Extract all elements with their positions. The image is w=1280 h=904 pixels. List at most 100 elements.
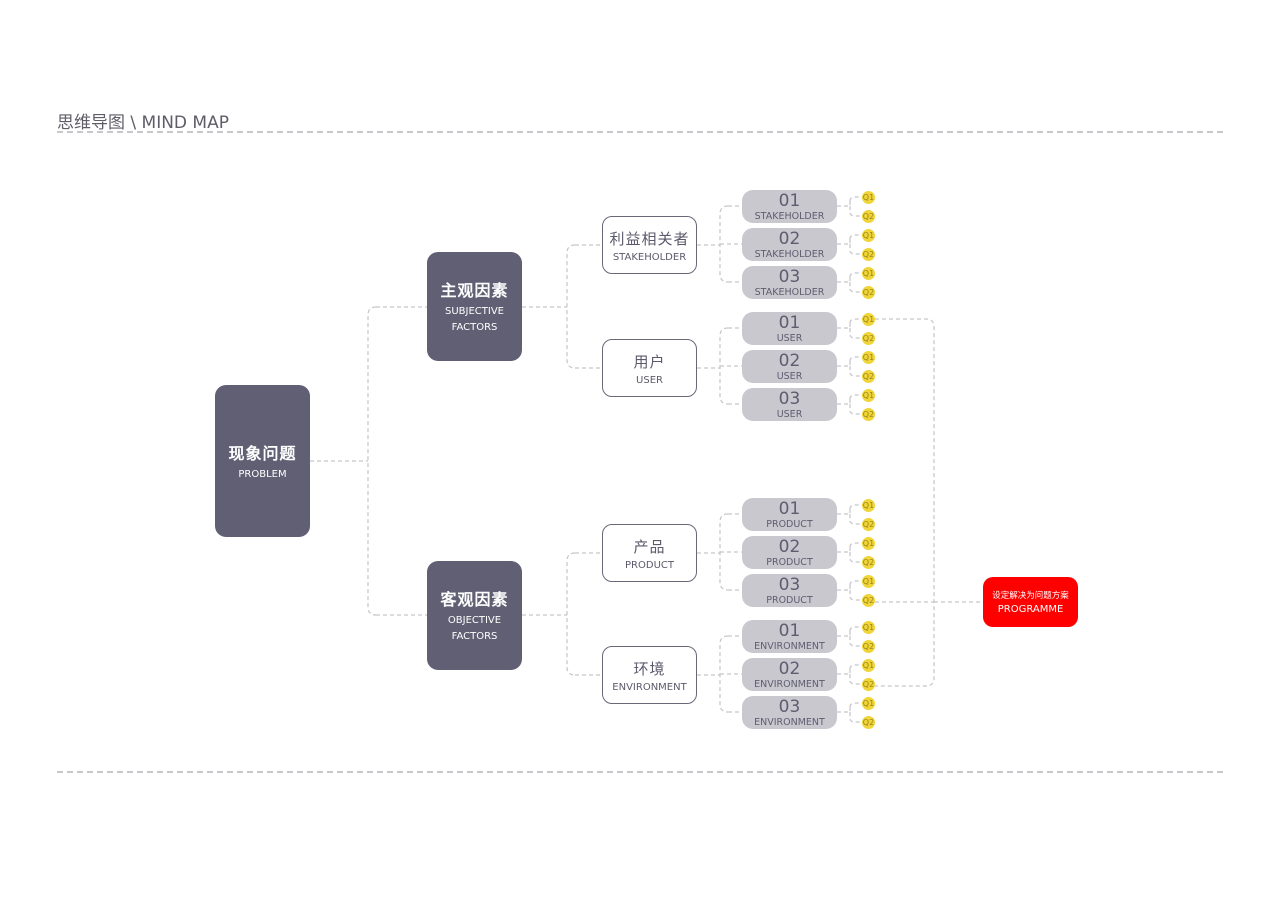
question-dot: Q2 <box>862 556 875 569</box>
connector-root <box>310 306 427 616</box>
connector-questions <box>837 626 862 647</box>
connector-questions <box>837 318 862 339</box>
leaf-number: 03 <box>778 696 801 717</box>
question-dot: Q1 <box>862 313 875 326</box>
question-dot: Q1 <box>862 621 875 634</box>
question-dot: Q2 <box>862 332 875 345</box>
leaf-label: PRODUCT <box>766 594 813 606</box>
leaf-label: PRODUCT <box>766 518 813 530</box>
question-dot: Q2 <box>862 640 875 653</box>
factor-en: OBJECTIVE FACTORS <box>447 615 502 642</box>
root-node-en: PROBLEM <box>238 468 287 480</box>
question-dot: Q1 <box>862 575 875 588</box>
leaf-number: 01 <box>778 190 801 211</box>
connector-questions <box>837 394 862 415</box>
question-dot: Q1 <box>862 229 875 242</box>
question-dot: Q1 <box>862 659 875 672</box>
connector-subjective <box>522 244 602 369</box>
top-divider <box>57 131 1223 133</box>
question-dot: Q2 <box>862 248 875 261</box>
leaf-number: 02 <box>778 350 801 371</box>
connector-group-product <box>697 513 742 591</box>
group-en: PRODUCT <box>625 559 674 571</box>
leaf-number: 03 <box>778 574 801 595</box>
leaf-label: ENVIRONMENT <box>754 640 825 652</box>
connector-questions <box>837 664 862 685</box>
group-en: STAKEHOLDER <box>612 251 687 263</box>
connector-programme <box>875 318 983 687</box>
factor-en: SUBJECTIVE FACTORS <box>445 306 504 333</box>
root-node-zh: 现象问题 <box>228 443 297 463</box>
connector-questions <box>837 580 862 601</box>
question-dot: Q2 <box>862 408 875 421</box>
leaf-number: 02 <box>778 536 801 557</box>
leaf-number: 02 <box>778 228 801 249</box>
leaf-label: STAKEHOLDER <box>754 210 825 222</box>
leaf-label: USER <box>776 408 803 420</box>
leaf-label: PRODUCT <box>766 556 813 568</box>
question-dot: Q2 <box>862 370 875 383</box>
question-dot: Q2 <box>862 716 875 729</box>
question-dot: Q1 <box>862 351 875 364</box>
connector-group-user <box>697 327 742 405</box>
question-dot: Q2 <box>862 210 875 223</box>
connector-group-stakeholder <box>697 205 742 283</box>
question-dot: Q1 <box>862 697 875 710</box>
question-dot: Q1 <box>862 389 875 402</box>
leaf-number: 02 <box>778 658 801 679</box>
leaf-number: 01 <box>778 620 801 641</box>
bottom-divider <box>57 771 1223 773</box>
leaf-number: 03 <box>778 266 801 287</box>
outcome-node-programme: 设定解决为问题方案 PROGRAMME <box>983 577 1078 627</box>
connector-questions <box>837 356 862 377</box>
group-node-product: 产品 PRODUCT <box>602 524 697 582</box>
leaf-label: ENVIRONMENT <box>754 716 825 728</box>
group-node-environment: 环境 ENVIRONMENT <box>602 646 697 704</box>
group-en: ENVIRONMENT <box>612 681 687 693</box>
group-node-user: 用户 USER <box>602 339 697 397</box>
leaf-label: USER <box>776 370 803 382</box>
root-node-problem: 现象问题 PROBLEM <box>215 385 310 537</box>
leaf-label: USER <box>776 332 803 344</box>
outcome-en: PROGRAMME <box>997 604 1064 615</box>
factor-zh: 客观因素 <box>440 590 509 609</box>
question-dot: Q2 <box>862 594 875 607</box>
page-title: 思维导图 \ MIND MAP <box>57 113 229 133</box>
group-en: USER <box>636 374 663 386</box>
question-dot: Q1 <box>862 537 875 550</box>
connector-questions <box>837 196 862 217</box>
factor-node-objective: 客观因素 OBJECTIVE FACTORS <box>427 561 522 670</box>
group-zh: 用户 <box>633 352 666 371</box>
leaf-label: STAKEHOLDER <box>754 248 825 260</box>
connector-questions <box>837 234 862 255</box>
connector-questions <box>837 702 862 723</box>
question-dot: Q1 <box>862 267 875 280</box>
question-dot: Q2 <box>862 518 875 531</box>
connector-questions <box>837 504 862 525</box>
group-node-stakeholder: 利益相关者 STAKEHOLDER <box>602 216 697 274</box>
leaf-label: ENVIRONMENT <box>754 678 825 690</box>
connector-questions <box>837 272 862 293</box>
group-zh: 利益相关者 <box>609 229 690 248</box>
leaf-number: 03 <box>778 388 801 409</box>
leaf-number: 01 <box>778 312 801 333</box>
question-dot: Q2 <box>862 678 875 691</box>
connector-group-environment <box>697 635 742 713</box>
factor-node-subjective: 主观因素 SUBJECTIVE FACTORS <box>427 252 522 361</box>
group-zh: 环境 <box>633 659 666 678</box>
question-dot: Q2 <box>862 286 875 299</box>
question-dot: Q1 <box>862 191 875 204</box>
leaf-number: 01 <box>778 498 801 519</box>
leaf-label: STAKEHOLDER <box>754 286 825 298</box>
